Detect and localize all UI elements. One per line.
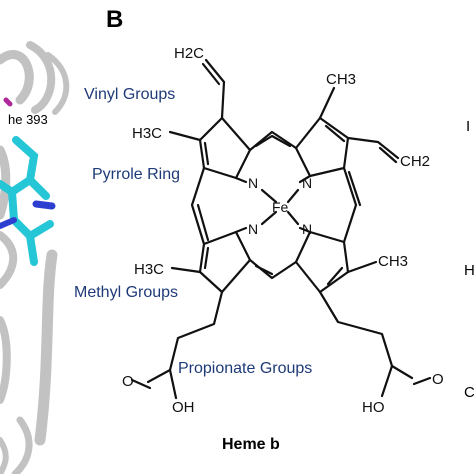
hydroxyl-left-label: OH [172,399,195,416]
methyl-left-lower-label: H3C [134,261,164,278]
nitrogen-label: N [302,221,312,237]
pyrrole-ring-br [294,230,350,294]
pyrrole-ring-tl [198,116,252,180]
hydroxyl-right-label: HO [362,399,385,416]
methyl-right-lower-label: CH3 [378,253,408,270]
iron-label: Fe [272,199,289,215]
propionate-groups-annotation: Propionate Groups [178,360,313,377]
pyrrole-ring-bl [198,230,252,294]
right-fragment: I [466,118,471,135]
nitrogen-label: N [302,175,312,191]
methyl-groups-annotation: Methyl Groups [74,284,179,301]
methyl-left-upper-label: H3C [132,125,162,142]
ligand-sticks [0,97,56,266]
vinyl-top-label: H2C [174,45,204,62]
pyrrole-ring-annotation: Pyrrole Ring [92,166,181,183]
right-fragment: H [464,262,474,279]
pyrrole-ring-tr [294,116,350,178]
oxygen-label: O [432,371,444,388]
methyl-top-right-label: CH3 [326,71,356,88]
nitrogen-label: N [248,175,258,191]
residue-label: he 393 [8,112,48,127]
right-fragment: C [464,384,474,401]
oxygen-label: O [122,373,134,390]
protein-ribbon [0,41,70,474]
nitrogen-label: N [248,221,258,237]
vinyl-right-label: CH2 [400,153,430,170]
panel-label: B [106,6,124,33]
vinyl-groups-annotation: Vinyl Groups [84,86,176,103]
figure-caption: Heme b [222,436,280,453]
